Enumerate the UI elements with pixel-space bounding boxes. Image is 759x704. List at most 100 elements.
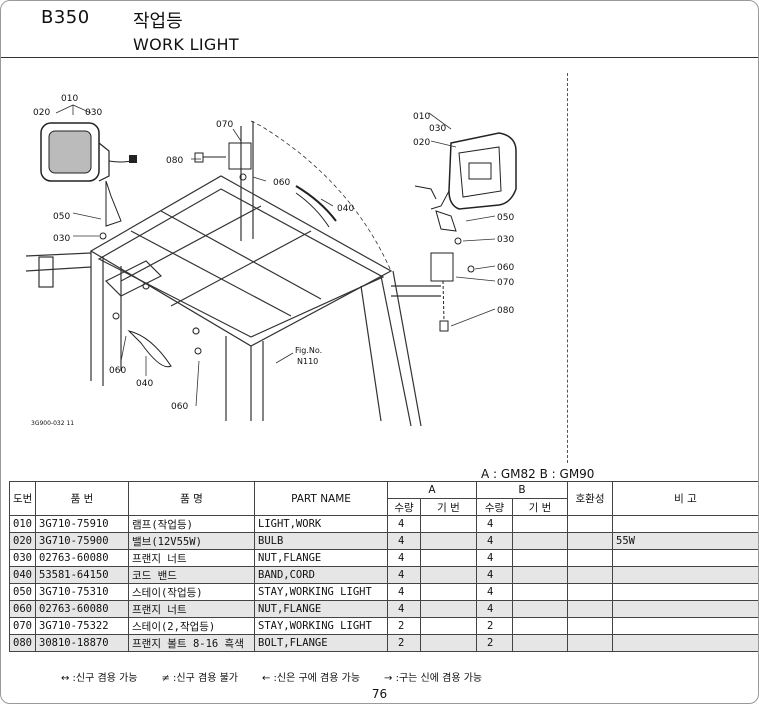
cell-period-b [512, 549, 568, 567]
cell-remark [612, 600, 758, 618]
cell-name-kr: 램프(작업등) [128, 515, 255, 533]
cell-no: 080 [9, 634, 36, 652]
callout-030-left: 030 [85, 108, 102, 118]
cell-compat [567, 600, 613, 618]
cell-qty-b: 4 [476, 515, 513, 533]
table-row: 030 02763-60080 프랜지 너트 NUT,FLANGE 4 4 [9, 549, 758, 567]
callout-080-right: 080 [497, 306, 514, 316]
callout-060-top: 060 [273, 178, 290, 188]
cell-part-no: 3G710-75322 [35, 617, 129, 635]
dashed-separator [567, 73, 568, 463]
cell-period-a [420, 515, 477, 533]
cell-qty-a: 4 [387, 566, 421, 584]
cell-qty-b: 2 [476, 617, 513, 635]
cell-compat [567, 583, 613, 601]
cord-band-left [112, 312, 202, 368]
table-row: 020 3G710-75900 밸브(12V55W) BULB 4 4 55W [9, 532, 758, 550]
legend-item: ↔ :신구 겸용 가능 [61, 673, 138, 684]
cell-qty-a: 4 [387, 532, 421, 550]
callout-020-right: 020 [413, 138, 430, 148]
cell-no: 030 [9, 549, 36, 567]
cell-qty-b: 4 [476, 549, 513, 567]
header-rule [1, 57, 758, 58]
col-header-model-a: A [387, 481, 477, 499]
cell-part-name: LIGHT,WORK [254, 515, 388, 533]
cell-no: 020 [9, 532, 36, 550]
col-header-qty-b: 수량 [476, 498, 513, 516]
legend-item: ← :신은 구에 겸용 가능 [261, 673, 361, 684]
table-row: 010 3G710-75910 램프(작업등) LIGHT,WORK 4 4 [9, 515, 758, 533]
cell-compat [567, 515, 613, 533]
table-row: 050 3G710-75310 스테이(작업등) STAY,WORKING LI… [9, 583, 758, 601]
work-light-right [414, 132, 517, 332]
cell-remark [612, 549, 758, 567]
cell-name-kr: 코드 밴드 [128, 566, 255, 584]
cell-part-name: BOLT,FLANGE [254, 634, 388, 652]
model-legend: A : GM82 B : GM90 [481, 467, 595, 481]
cell-part-name: NUT,FLANGE [254, 600, 388, 618]
cell-period-a [420, 617, 477, 635]
stay-bracket-top [194, 142, 337, 228]
figure-reference-label: Fig.No. [295, 346, 322, 355]
cell-name-kr: 프랜지 볼트 8-16 흑색 [128, 634, 255, 652]
cell-compat [567, 532, 613, 550]
table-row: 070 3G710-75322 스테이(2,작업등) STAY,WORKING … [9, 617, 758, 635]
cell-qty-a: 4 [387, 583, 421, 601]
cell-period-b [512, 634, 568, 652]
legend-item: → :구는 신에 겸용 가능 [384, 673, 483, 684]
figure-reference-number: N110 [297, 357, 318, 366]
callout-010-right: 010 [413, 112, 430, 122]
cell-remark [612, 634, 758, 652]
cell-compat [567, 634, 613, 652]
callout-070-right: 070 [497, 278, 514, 288]
cell-qty-a: 4 [387, 549, 421, 567]
cell-part-no: 3G710-75910 [35, 515, 129, 533]
cell-no: 050 [9, 583, 36, 601]
cell-name-kr: 밸브(12V55W) [128, 532, 255, 550]
cell-qty-b: 2 [476, 634, 513, 652]
col-header-qty-a: 수량 [387, 498, 421, 516]
table-row: 080 30810-18870 프랜지 볼트 8-16 흑색 BOLT,FLAN… [9, 634, 758, 652]
col-header-model-b: B [476, 481, 568, 499]
cell-name-kr: 프랜지 너트 [128, 549, 255, 567]
cell-qty-b: 4 [476, 532, 513, 550]
callout-030-left-nut: 030 [53, 234, 70, 244]
cell-qty-a: 2 [387, 634, 421, 652]
cell-qty-b: 4 [476, 566, 513, 584]
cell-period-a [420, 583, 477, 601]
col-header-compat: 호환성 [567, 481, 613, 516]
callout-060-left: 060 [109, 366, 126, 376]
cell-compat [567, 566, 613, 584]
cell-part-name: BAND,CORD [254, 566, 388, 584]
callout-060-bottom: 060 [171, 402, 188, 412]
cell-no: 070 [9, 617, 36, 635]
callout-020-left: 020 [33, 108, 50, 118]
cell-no: 040 [9, 566, 36, 584]
cell-period-a [420, 549, 477, 567]
callout-050-right: 050 [497, 213, 514, 223]
col-header-part-name: PART NAME [254, 481, 388, 516]
table-row: 040 53581-64150 코드 밴드 BAND,CORD 4 4 [9, 566, 758, 584]
page-number: 76 [371, 687, 388, 701]
callout-010-left: 010 [61, 94, 78, 104]
cell-part-name: STAY,WORKING LIGHT [254, 583, 388, 601]
section-code: B350 [41, 7, 90, 28]
callout-040-top: 040 [337, 204, 354, 214]
cell-period-a [420, 600, 477, 618]
cell-period-b [512, 583, 568, 601]
col-header-part-no: 품 번 [35, 481, 129, 516]
cell-name-kr: 프랜지 너트 [128, 600, 255, 618]
cell-remark [612, 566, 758, 584]
cell-part-no: 53581-64150 [35, 566, 129, 584]
cell-qty-a: 2 [387, 617, 421, 635]
compatibility-legend: ↔ :신구 겸용 가능 ≠ :신구 겸용 불가 ← :신은 구에 겸용 가능 →… [61, 669, 751, 684]
legend-item: ≠ :신구 겸용 불가 [161, 673, 238, 684]
callout-040-left: 040 [136, 379, 153, 389]
cell-name-kr: 스테이(2,작업등) [128, 617, 255, 635]
col-header-name-kr: 품 명 [128, 481, 255, 516]
cell-no: 010 [9, 515, 36, 533]
cell-remark [612, 515, 758, 533]
cell-part-no: 02763-60080 [35, 600, 129, 618]
cell-period-b [512, 617, 568, 635]
col-header-no: 도번 [9, 481, 36, 516]
